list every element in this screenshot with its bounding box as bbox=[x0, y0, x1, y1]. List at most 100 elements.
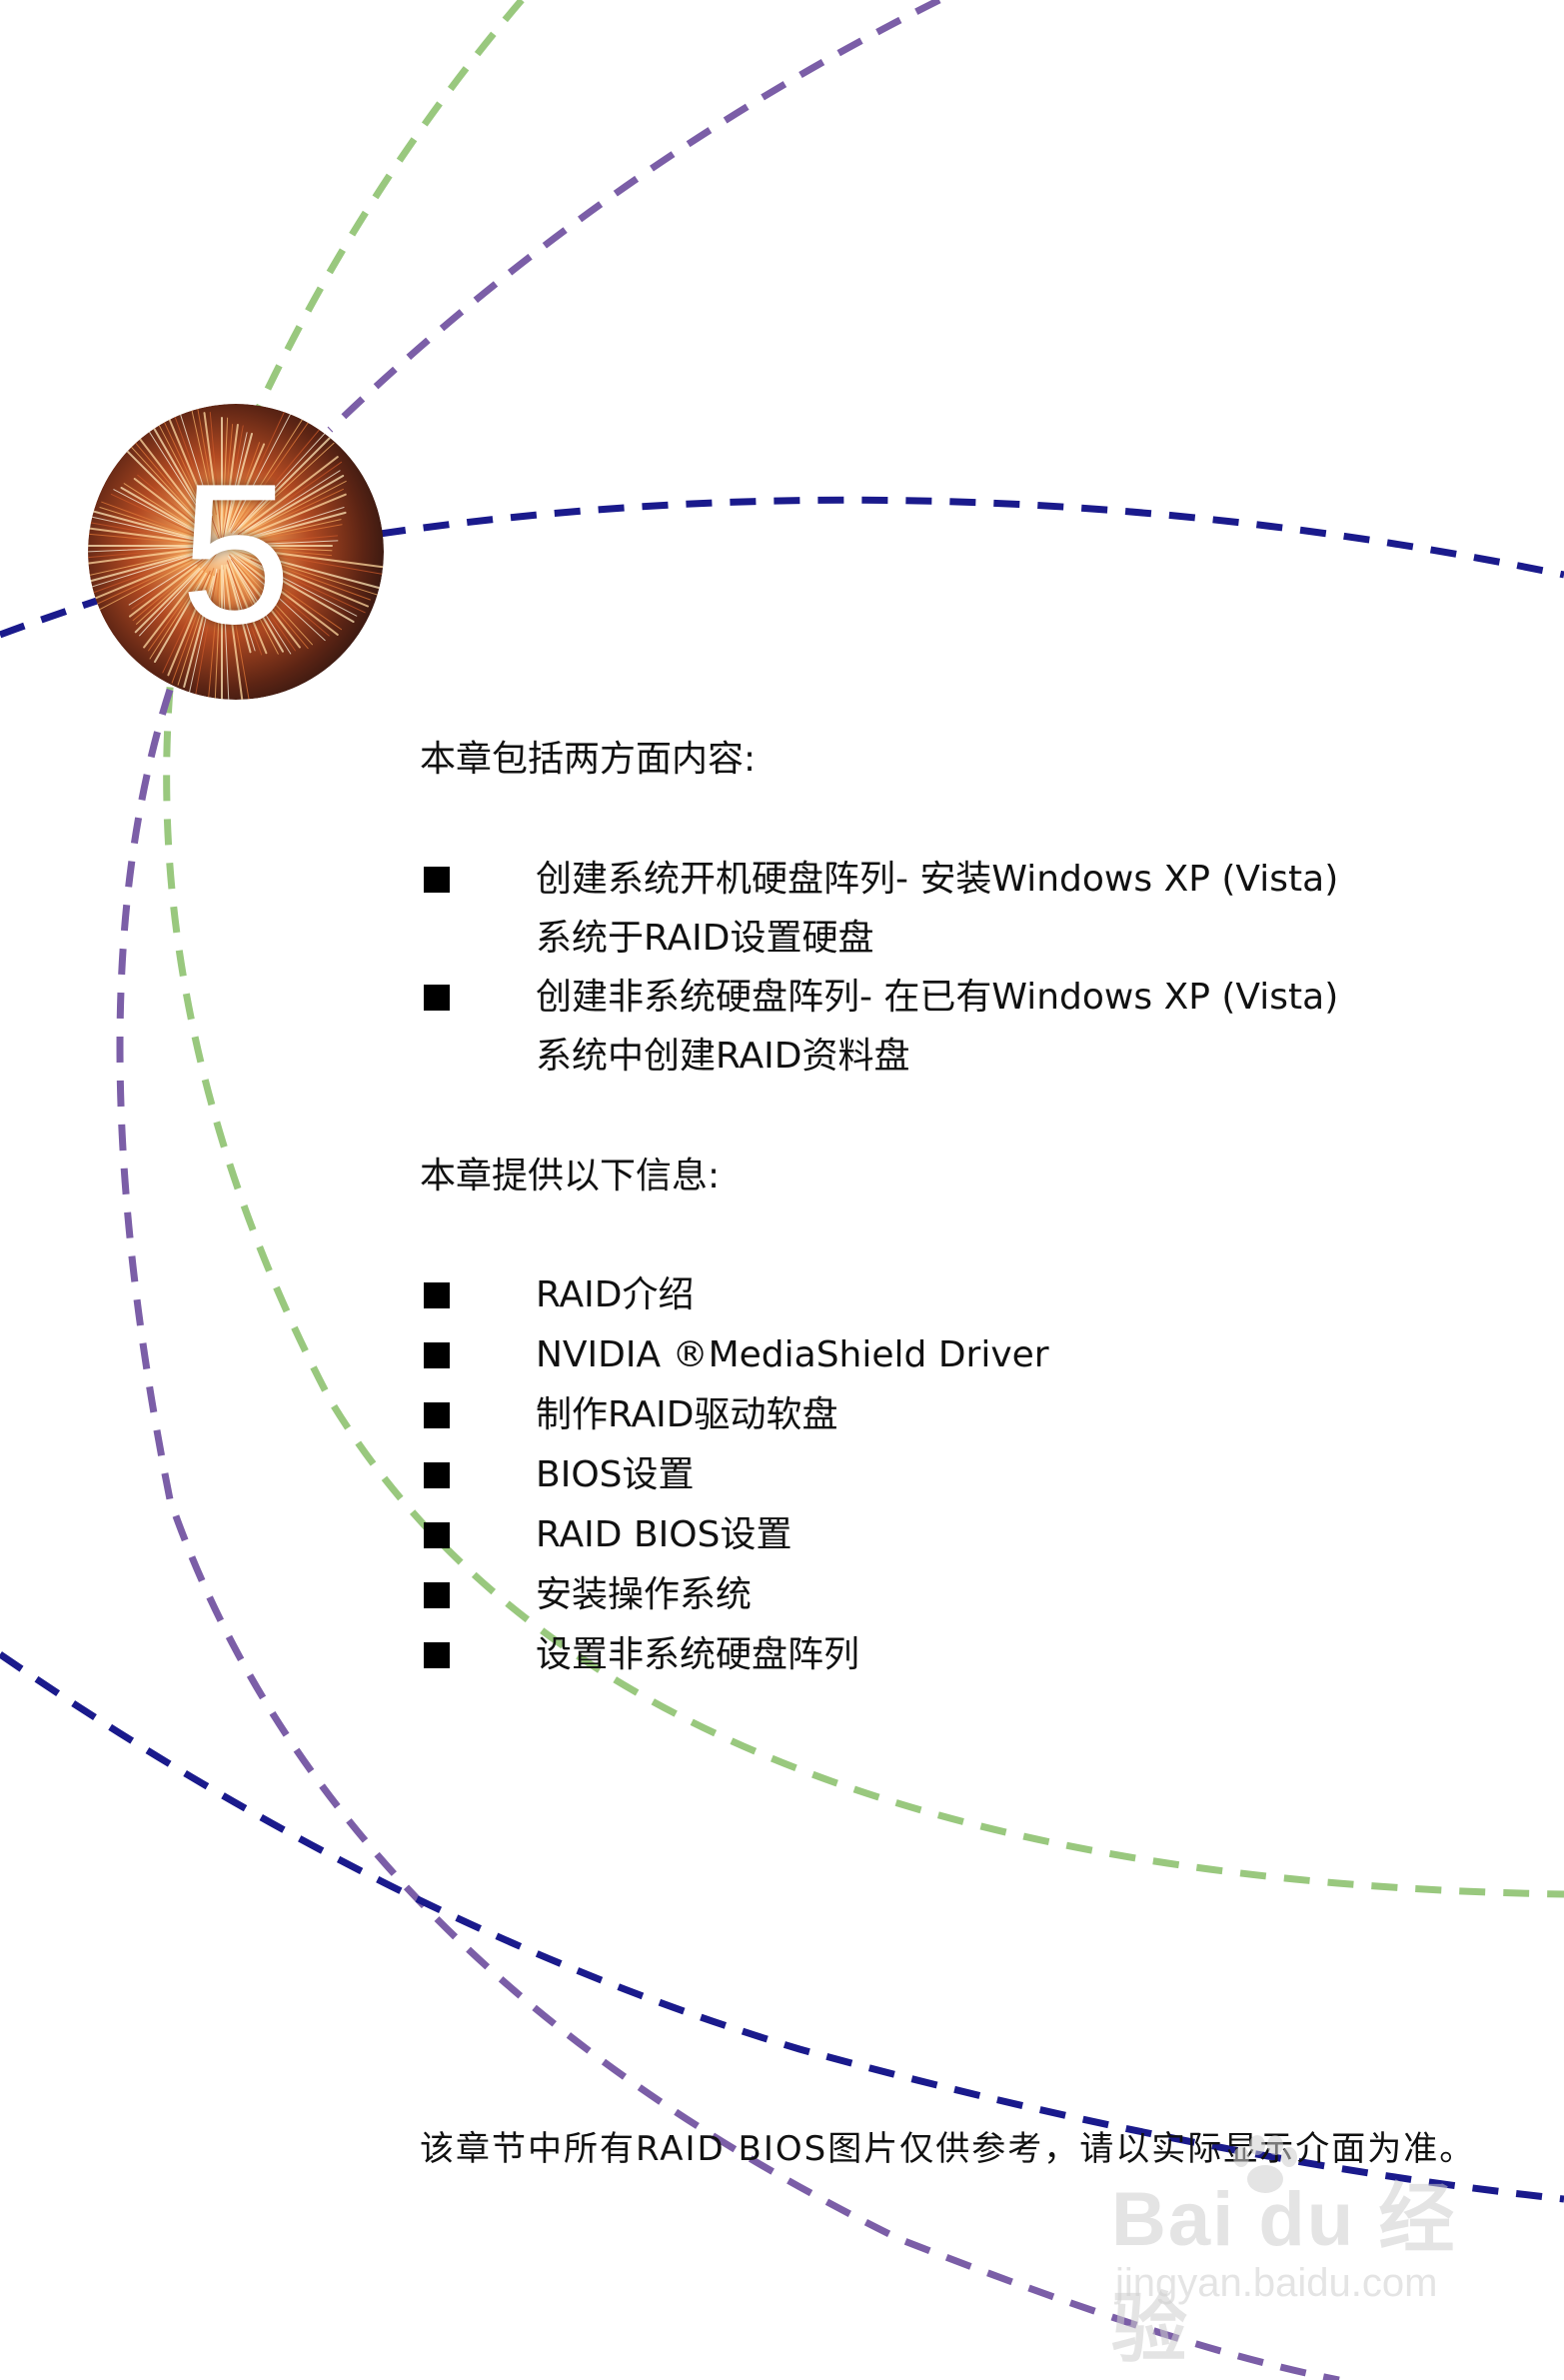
starburst-ray bbox=[253, 546, 333, 552]
list-item: 创建非系统硬盘阵列- 在已有Windows XP (Vista) 系统中创建RA… bbox=[424, 968, 1483, 1086]
starburst-ray bbox=[250, 559, 366, 614]
starburst-ray bbox=[239, 480, 347, 538]
square-bullet-icon bbox=[424, 867, 450, 893]
starburst-ray bbox=[191, 408, 221, 539]
starburst-ray bbox=[227, 549, 339, 636]
starburst-ray bbox=[203, 412, 222, 536]
starburst-ray bbox=[177, 572, 215, 686]
starburst-ray bbox=[133, 478, 201, 530]
starburst-ray bbox=[238, 437, 331, 530]
navy-arc-lower bbox=[0, 1651, 1564, 2203]
starburst-ray bbox=[142, 408, 209, 523]
starburst-ray bbox=[249, 547, 333, 557]
starburst-ray bbox=[232, 407, 311, 530]
starburst-ray bbox=[232, 429, 330, 535]
starburst-ray bbox=[228, 404, 297, 533]
starburst-ray bbox=[232, 551, 358, 617]
starburst-ray bbox=[136, 412, 206, 520]
starburst-ray bbox=[110, 493, 201, 537]
starburst-ray bbox=[227, 560, 263, 656]
starburst-ray bbox=[223, 564, 244, 700]
starburst-ray bbox=[233, 555, 330, 637]
starburst-ray bbox=[195, 573, 218, 697]
starburst-ray bbox=[129, 564, 198, 618]
list-item: RAID介绍 bbox=[424, 1265, 1483, 1325]
starburst-ray bbox=[197, 407, 217, 515]
starburst-ray bbox=[137, 474, 205, 532]
starburst-ray bbox=[229, 554, 309, 650]
starburst-ray bbox=[248, 507, 345, 539]
starburst-ray bbox=[90, 516, 203, 543]
baidu-watermark: Bai du 经验 jingyan.baidu.com bbox=[1111, 2135, 1471, 2372]
starburst-ray bbox=[120, 487, 199, 533]
starburst-ray bbox=[231, 562, 284, 653]
starburst-ray bbox=[123, 483, 203, 534]
starburst-ray bbox=[132, 550, 217, 622]
starburst-ray bbox=[88, 546, 203, 553]
starburst-ray bbox=[148, 552, 218, 652]
provides-list: RAID介绍 NVIDIA ®MediaShield Driver 制作RAID… bbox=[424, 1265, 1483, 1685]
starburst-ray bbox=[231, 552, 343, 631]
starburst-ray bbox=[245, 470, 341, 532]
starburst-ray bbox=[228, 568, 256, 652]
starburst-ray bbox=[246, 488, 344, 535]
starburst-ray bbox=[233, 560, 301, 649]
starburst-ray bbox=[88, 551, 209, 603]
starburst-ray bbox=[221, 417, 229, 539]
starburst-ray bbox=[88, 548, 211, 577]
starburst-ray bbox=[88, 546, 211, 559]
square-bullet-icon bbox=[424, 1582, 450, 1608]
paw-icon bbox=[1233, 2135, 1297, 2193]
square-bullet-icon bbox=[424, 1522, 450, 1548]
starburst-ray bbox=[89, 522, 199, 543]
starburst-ray bbox=[222, 424, 234, 531]
starburst-ray bbox=[214, 573, 222, 700]
green-arc-lower bbox=[163, 599, 1564, 1898]
starburst-ray bbox=[116, 419, 202, 522]
contains-intro: 本章包括两方面内容: bbox=[420, 739, 757, 780]
starburst-ray bbox=[228, 547, 382, 590]
square-bullet-icon bbox=[424, 1462, 450, 1488]
starburst-ray bbox=[224, 433, 253, 536]
starburst-ray bbox=[237, 461, 343, 535]
starburst-ray bbox=[88, 548, 216, 609]
starburst-ray bbox=[100, 424, 204, 528]
starburst-ray bbox=[171, 408, 220, 539]
starburst-ray bbox=[162, 404, 213, 522]
starburst-ray bbox=[228, 546, 384, 569]
starburst-ray bbox=[128, 549, 216, 606]
starburst-ray bbox=[139, 551, 218, 637]
starburst-ray bbox=[99, 507, 200, 540]
starburst-ray bbox=[162, 570, 211, 674]
starburst-ray bbox=[227, 549, 355, 623]
starburst-ray bbox=[143, 570, 204, 649]
starburst-image bbox=[88, 404, 384, 700]
starburst-ray bbox=[249, 540, 339, 546]
square-bullet-icon bbox=[424, 1342, 450, 1368]
starburst-ray bbox=[149, 569, 208, 660]
starburst-ray bbox=[225, 569, 250, 700]
starburst-ray bbox=[171, 568, 215, 684]
contains-list: 创建系统开机硬盘阵列- 安装Windows XP (Vista) 系统于RAID… bbox=[424, 850, 1483, 1086]
starburst-ray bbox=[252, 519, 342, 540]
list-item: 制作RAID驱动软盘 bbox=[424, 1385, 1483, 1445]
starburst-ray bbox=[227, 442, 261, 532]
starburst-ray bbox=[230, 558, 296, 652]
starburst-ray bbox=[209, 412, 222, 539]
starburst-ray bbox=[154, 572, 207, 663]
watermark-logo: Bai du 经验 bbox=[1111, 2177, 1457, 2372]
starburst-ray bbox=[207, 569, 221, 700]
footnote: 该章节中所有RAID BIOS图片仅供参考，请以实际显示介面为准。 bbox=[420, 2129, 1476, 2169]
starburst-ray bbox=[241, 475, 345, 535]
starburst-ray bbox=[230, 404, 289, 529]
starburst-ray bbox=[232, 549, 371, 601]
starburst-ray bbox=[228, 548, 369, 608]
list-item: 安装操作系统 bbox=[424, 1565, 1483, 1625]
navy-arc-upper-right bbox=[379, 496, 1564, 579]
starburst-ray bbox=[228, 559, 279, 655]
starburst-ray bbox=[240, 456, 339, 533]
starburst-ray bbox=[91, 510, 208, 543]
starburst-ray bbox=[183, 575, 215, 688]
chapter-number: 5 bbox=[180, 443, 292, 666]
